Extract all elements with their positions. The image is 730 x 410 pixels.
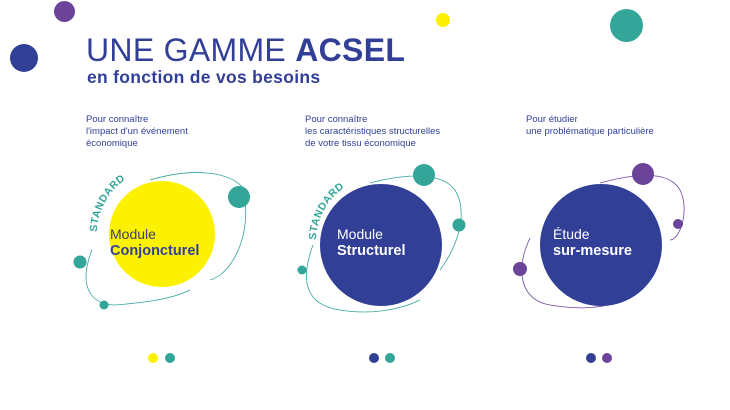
orbit-planet-dot [99, 300, 109, 310]
study-sur-mesure-circle[interactable] [540, 184, 662, 306]
module-conjoncturel-circle[interactable] [109, 181, 215, 287]
indicator-dots-structurel [369, 353, 395, 363]
label-line-1: Étude [553, 226, 590, 242]
module-structurel-label[interactable]: Module Structurel [337, 226, 406, 260]
orbit-line [85, 249, 191, 306]
decorative-dot-teal [610, 9, 643, 42]
indicator-dot [369, 353, 379, 363]
orbit-line [209, 199, 247, 281]
offer-description-conjoncturel: Pour connaître l'impact d'un événement é… [86, 114, 188, 149]
indicator-dots-sur-mesure [586, 353, 612, 363]
orbit-planet-dot [513, 262, 527, 276]
offer-description-structurel: Pour connaître les caractéristiques stru… [305, 114, 441, 149]
indicator-dot [385, 353, 395, 363]
indicator-dots-conjoncturel [148, 353, 175, 363]
orbit-planet-dot [228, 186, 250, 208]
label-line-2: Structurel [337, 243, 406, 259]
orbit-planet-dot [73, 255, 87, 269]
orbit-line [306, 244, 421, 313]
title-brand-text: ACSEL [295, 32, 406, 68]
orbit-planet-dot [413, 164, 435, 186]
decorative-dot-navy [10, 44, 38, 72]
orbit-line [149, 172, 246, 191]
indicator-dot [602, 353, 612, 363]
orbit-planet-dot [673, 219, 683, 229]
orbit-planet-dot [452, 218, 466, 232]
label-line-1: Module [337, 226, 383, 242]
study-sur-mesure-label[interactable]: Étude sur-mesure [553, 226, 632, 260]
indicator-dot [165, 353, 175, 363]
orbit-planet-dot [632, 163, 654, 185]
page-title: UNE GAMME ACSEL [86, 33, 405, 67]
module-conjoncturel-label[interactable]: Module Conjoncturel [110, 226, 199, 260]
title-light-text: UNE GAMME [86, 32, 296, 68]
orbit-planet-dot [297, 265, 307, 275]
label-line-2: Conjoncturel [110, 243, 200, 259]
indicator-dot [586, 353, 596, 363]
orbit-line [369, 175, 462, 271]
decorative-dot-yellow [436, 13, 450, 27]
offer-structurel[interactable]: STANDARD [297, 164, 466, 313]
offer-description-sur-mesure: Pour étudier une problématique particuli… [526, 114, 654, 137]
label-line-1: Module [110, 226, 156, 242]
indicator-dot [148, 353, 158, 363]
module-structurel-circle[interactable] [320, 184, 442, 306]
offer-sur-mesure[interactable] [513, 163, 685, 309]
orbit-line [599, 175, 685, 241]
decorative-dot-purple [54, 1, 75, 22]
page-subtitle: en fonction de vos besoins [87, 67, 321, 87]
label-line-2: sur-mesure [553, 243, 632, 259]
